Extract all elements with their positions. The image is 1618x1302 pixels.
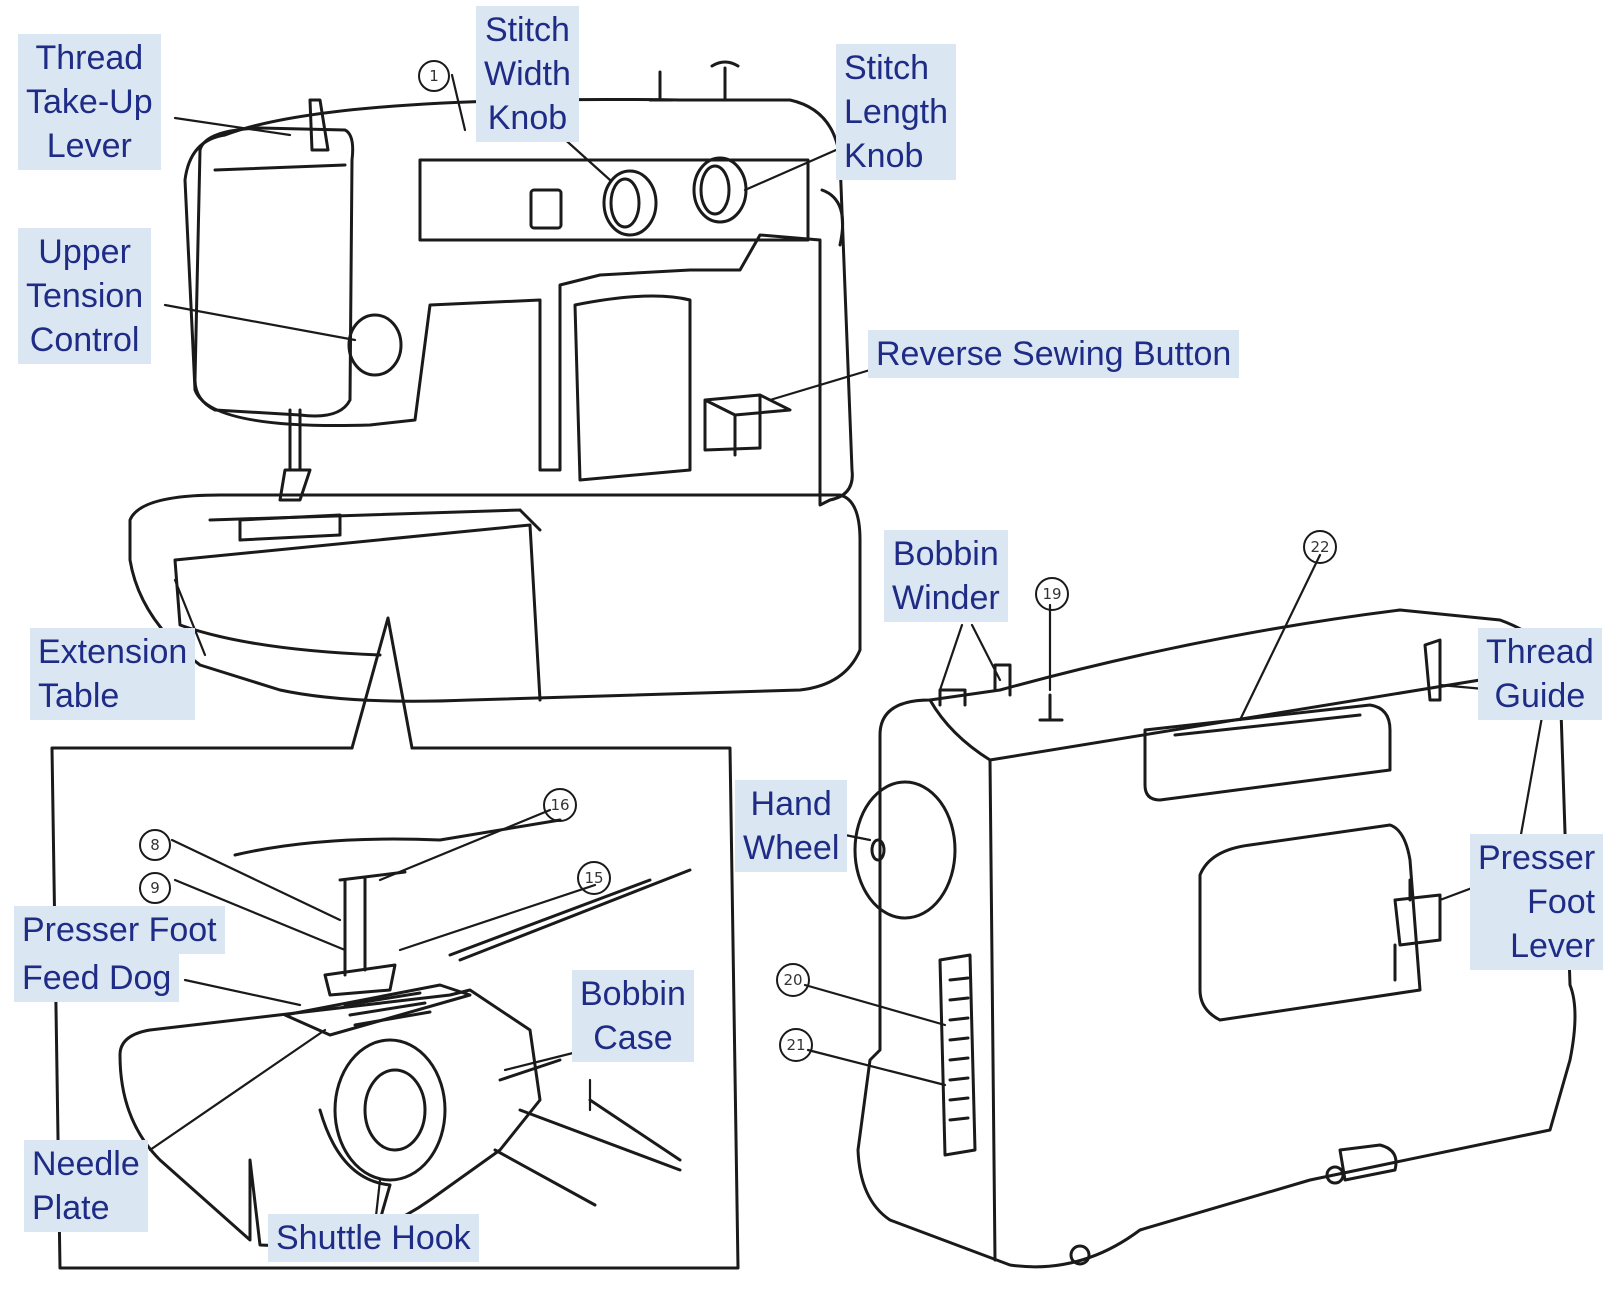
pattern-indicator bbox=[529, 188, 563, 230]
thread-guide-shape bbox=[1423, 638, 1442, 702]
hand-wheel-hub bbox=[870, 838, 886, 862]
feed-dog-slots bbox=[343, 991, 432, 1027]
detail-rails bbox=[493, 1058, 682, 1207]
callout-9 bbox=[139, 872, 171, 904]
detail-body bbox=[118, 988, 542, 1247]
arm-recess bbox=[573, 294, 692, 482]
callout-numbers: 1 8 9 16 15 19 22 20 21 bbox=[150, 67, 1329, 1054]
carry-handle bbox=[1143, 703, 1392, 802]
rear-top-edge bbox=[928, 678, 1482, 762]
front-machine bbox=[128, 60, 862, 703]
spool-pin-2 bbox=[710, 60, 740, 102]
callout-num-15: 15 bbox=[584, 869, 603, 887]
spool-pin-1 bbox=[648, 70, 674, 102]
rear-side-edge bbox=[988, 758, 997, 1262]
bobbin-winder-shape bbox=[938, 663, 1012, 707]
callout-num-22: 22 bbox=[1310, 538, 1329, 556]
callout-pointer bbox=[350, 616, 414, 750]
callout-num-8: 8 bbox=[150, 836, 160, 854]
callout-19 bbox=[1035, 577, 1069, 611]
rear-foot-circle bbox=[1325, 1165, 1345, 1185]
presser-bar bbox=[338, 870, 407, 977]
upper-tension-control-label: Upper Tension Control bbox=[18, 228, 152, 364]
callout-num-21: 21 bbox=[786, 1036, 805, 1054]
stitch-width-knob-label: Stitch Width Knob bbox=[476, 6, 579, 142]
needle-plate-label: Needle Plate bbox=[24, 1140, 148, 1232]
stitch-length-knob-inner bbox=[699, 164, 731, 216]
callout-circles bbox=[139, 60, 1337, 1062]
rear-base-tab bbox=[1338, 1143, 1398, 1182]
callout-21 bbox=[779, 1028, 813, 1062]
rear-presser-foot bbox=[1393, 878, 1442, 982]
feed-dog-label: Feed Dog bbox=[14, 954, 180, 1002]
bobbin-case-label: Bobbin Case bbox=[572, 970, 694, 1062]
callout-num-9: 9 bbox=[150, 879, 160, 897]
callout-22 bbox=[1303, 530, 1337, 564]
head-panel-inner bbox=[213, 163, 347, 172]
bed-plate bbox=[238, 513, 342, 542]
callout-num-19: 19 bbox=[1042, 585, 1061, 603]
rear-opening bbox=[1198, 823, 1422, 1022]
vent-lines bbox=[948, 976, 970, 1122]
extension-table-label: Extension Table bbox=[30, 628, 196, 720]
callout-16 bbox=[543, 788, 577, 822]
stitch-width-knob-inner bbox=[609, 177, 641, 229]
presser-foot-label: Presser Foot bbox=[14, 906, 225, 954]
shuttle-hook-shape bbox=[318, 1108, 392, 1222]
callout-num-16: 16 bbox=[550, 796, 569, 814]
knob-panel bbox=[418, 158, 810, 242]
stitch-width-knob-shape bbox=[602, 169, 658, 237]
bobbin-winder-label: Bobbin Winder bbox=[884, 530, 1008, 622]
head-panel bbox=[193, 126, 355, 418]
presser-foot-shape bbox=[323, 963, 397, 997]
callout-8 bbox=[139, 829, 171, 861]
vent-panel bbox=[938, 953, 977, 1157]
rear-foot-circle-2 bbox=[1069, 1244, 1091, 1266]
shuttle-hook-label: Shuttle Hook bbox=[268, 1214, 479, 1262]
needle-plate-shape bbox=[283, 983, 472, 1037]
front-side-bump bbox=[820, 188, 845, 247]
callout-num-20: 20 bbox=[783, 971, 802, 989]
needle-bar bbox=[278, 408, 312, 502]
take-up-lever-shape bbox=[308, 98, 330, 152]
callout-20 bbox=[776, 963, 810, 997]
callout-num-1: 1 bbox=[429, 67, 439, 85]
callout-frame bbox=[50, 746, 740, 1270]
hand-wheel-shape bbox=[853, 780, 957, 920]
reverse-sewing-button-label: Reverse Sewing Button bbox=[868, 330, 1240, 378]
rear-body bbox=[856, 608, 1577, 1269]
bobbin-case-shape bbox=[333, 1038, 447, 1182]
upper-tension-knob-shape bbox=[347, 313, 403, 377]
stitch-length-knob-label: Stitch Length Knob bbox=[836, 44, 956, 180]
callout-15 bbox=[577, 861, 611, 895]
thread-take-up-lever-label: Thread Take-Up Lever bbox=[18, 34, 161, 170]
zoom-callout bbox=[50, 616, 740, 1270]
bobbin-case-inner bbox=[363, 1068, 427, 1152]
rear-machine bbox=[853, 608, 1577, 1269]
hand-wheel-label: Hand Wheel bbox=[735, 780, 848, 872]
thread-guide-label: Thread Guide bbox=[1478, 628, 1602, 720]
presser-foot-lever-label: Presser Foot Lever bbox=[1470, 834, 1604, 970]
reverse-button-shape bbox=[703, 393, 792, 457]
carry-handle-inner bbox=[1173, 713, 1362, 737]
callout-1 bbox=[418, 60, 450, 92]
leader-lines bbox=[148, 73, 1547, 1227]
winder-pin-19 bbox=[1038, 693, 1064, 722]
thread-lines bbox=[233, 818, 692, 962]
